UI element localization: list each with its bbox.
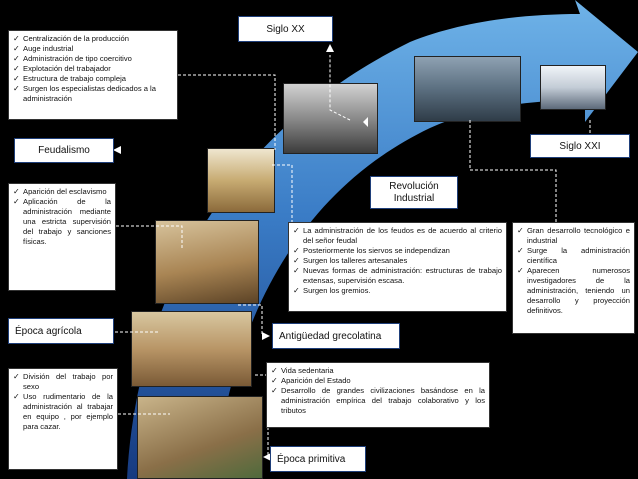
- list-epoca-primitiva: ✓División del trabajo por sexo ✓Uso rudi…: [8, 368, 118, 470]
- list-item: ✓Surgen los talleres artesanales: [293, 256, 408, 266]
- list-item: ✓Uso rudimentario de la administración a…: [13, 392, 113, 432]
- check-icon: ✓: [517, 246, 524, 256]
- list-item: ✓Centralización de la producción: [13, 34, 129, 43]
- check-icon: ✓: [13, 187, 20, 196]
- list-item: ✓Explotación del trabajador: [13, 64, 111, 74]
- check-icon: ✓: [13, 64, 20, 74]
- list-item: ✓Aparición del esclavismo: [13, 187, 107, 196]
- list-siglo-xxi: ✓Gran desarrollo tecnológico e industria…: [512, 222, 635, 334]
- list-item: ✓Posteriormente los siervos se independi…: [293, 246, 450, 256]
- label-epoca-agricola: Época agrícola: [8, 318, 114, 344]
- label-epoca-primitiva: Época primitiva: [270, 446, 366, 472]
- check-icon: ✓: [293, 256, 300, 266]
- list-feudalismo: ✓Aparición del esclavismo ✓Aplicación de…: [8, 183, 116, 291]
- list-antiguedad-grecolatina: ✓Vida sedentaria ✓Aparición del Estado ✓…: [266, 362, 490, 428]
- check-icon: ✓: [293, 246, 300, 256]
- list-siglo-xx: ✓Centralización de la producción ✓Auge i…: [8, 30, 178, 120]
- check-icon: ✓: [13, 197, 20, 207]
- photo-egyptian: [131, 311, 252, 387]
- check-icon: ✓: [13, 54, 20, 64]
- list-item: ✓Surge la administración científica: [517, 246, 630, 266]
- label-feudalismo: Feudalismo: [14, 138, 114, 163]
- list-item: ✓Vida sedentaria: [271, 366, 334, 375]
- label-siglo-xx: Siglo XX: [238, 16, 333, 42]
- connector-grecolatina: [238, 304, 263, 336]
- check-icon: ✓: [13, 34, 20, 43]
- check-icon: ✓: [13, 44, 20, 54]
- check-icon: ✓: [293, 286, 300, 296]
- check-icon: ✓: [293, 266, 300, 276]
- connector-siglo-xxi-list: [469, 120, 557, 223]
- list-item: ✓Aparición del Estado: [271, 376, 351, 386]
- check-icon: ✓: [517, 226, 524, 235]
- check-icon: ✓: [271, 366, 278, 375]
- photo-feudal-hierarchy: [207, 148, 275, 213]
- check-icon: ✓: [293, 226, 300, 235]
- list-item: ✓Estructura de trabajo compleja: [13, 74, 126, 84]
- check-icon: ✓: [271, 386, 278, 396]
- photo-greek-roman: [155, 220, 259, 304]
- connector-siglo-xx: [329, 55, 351, 121]
- list-item: ✓Surgen los gremios.: [293, 286, 371, 296]
- check-icon: ✓: [13, 392, 20, 402]
- list-item: ✓Nuevas formas de administración: estruc…: [293, 266, 502, 286]
- list-item: ✓División del trabajo por sexo: [13, 372, 113, 392]
- connector-revolucion: [272, 164, 293, 225]
- list-item: ✓Aparecen numerosos investigadores de la…: [517, 266, 630, 316]
- check-icon: ✓: [517, 266, 524, 276]
- label-siglo-xxi: Siglo XXI: [530, 134, 630, 158]
- connector-siglo-xx-list: [178, 74, 276, 150]
- list-item: ✓Administración de tipo coercitivo: [13, 54, 132, 64]
- list-revolucion-industrial: ✓La administración de los feudos es de a…: [288, 222, 507, 312]
- list-item: ✓Gran desarrollo tecnológico e industria…: [517, 226, 630, 246]
- list-item: ✓Surgen los especialistas dedicados a la…: [13, 84, 156, 104]
- list-item: ✓Auge industrial: [13, 44, 74, 54]
- check-icon: ✓: [13, 74, 20, 84]
- label-antiguedad-grecolatina: Antigüedad grecolatina: [272, 323, 400, 349]
- list-item: ✓Desarrollo de grandes civilizaciones ba…: [271, 386, 485, 416]
- list-item: ✓Aplicación de la administración mediant…: [13, 197, 111, 247]
- photo-factory-line: [414, 56, 521, 122]
- check-icon: ✓: [13, 84, 20, 94]
- label-revolucion-industrial: Revolución Industrial: [370, 176, 458, 209]
- photo-modern-business: [540, 65, 606, 110]
- check-icon: ✓: [271, 376, 278, 386]
- check-icon: ✓: [13, 372, 20, 381]
- list-item: ✓La administración de los feudos es de a…: [293, 226, 502, 246]
- photo-industrial-revolution: [283, 83, 378, 154]
- connector-feudalismo-list: [116, 225, 183, 248]
